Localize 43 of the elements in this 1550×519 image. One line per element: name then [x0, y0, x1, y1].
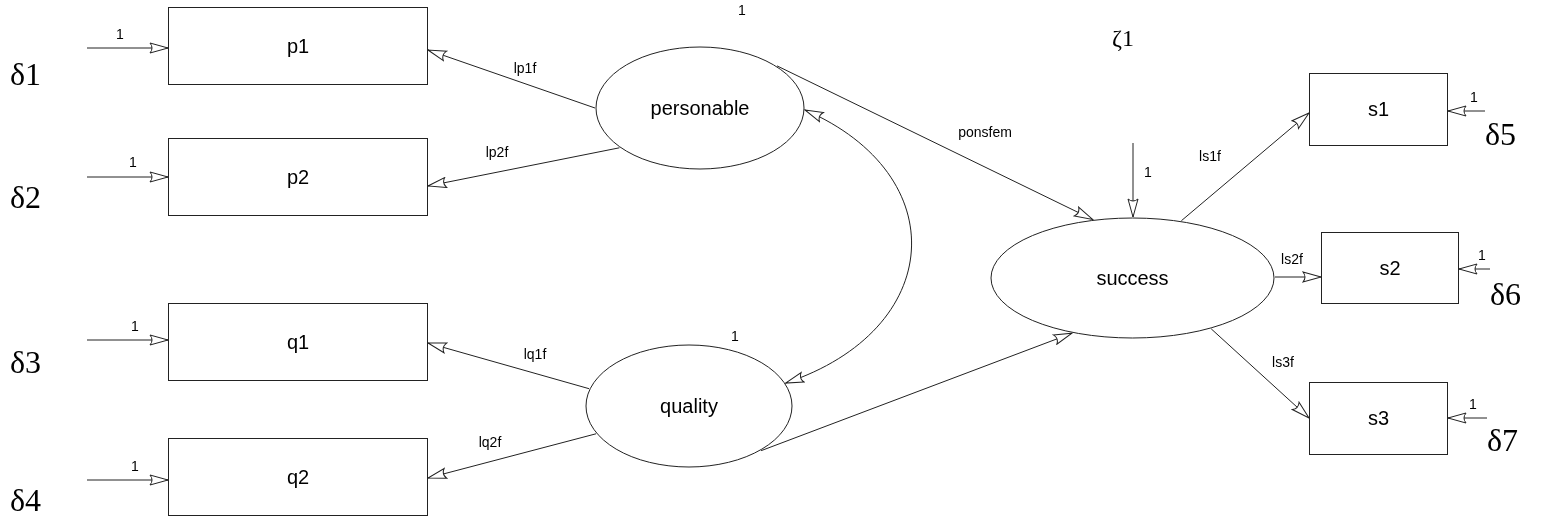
edge-label: ponsfem: [958, 124, 1012, 140]
edge-label: 1: [1470, 89, 1478, 105]
observed-variable-box: [1309, 382, 1448, 455]
variable-label: q2: [286, 465, 310, 489]
edge-label: 1: [131, 458, 139, 474]
edge-label: lq1f: [523, 346, 547, 362]
edge-label: 1: [129, 154, 137, 170]
variance-label: 1: [738, 2, 746, 18]
error-term-label: δ3: [10, 346, 42, 378]
observed-variable-box: [168, 303, 428, 381]
edge-label: 1: [1144, 164, 1152, 180]
error-term-label: δ6: [1490, 278, 1522, 310]
error-term-label: δ2: [10, 181, 42, 213]
edge-label: ls2f: [1281, 251, 1303, 267]
edge-label: ls1f: [1199, 148, 1221, 164]
error-term-label: δ1: [10, 58, 42, 90]
variable-label: q1: [286, 330, 310, 354]
variable-label: p2: [286, 165, 310, 189]
observed-variable-box: [1309, 73, 1448, 146]
observed-variable-box: [168, 438, 428, 516]
edge-label: 1: [131, 318, 139, 334]
variable-label: quality: [660, 394, 718, 418]
error-term-label: δ7: [1487, 424, 1519, 456]
observed-variable-box: [1321, 232, 1459, 304]
error-term-label: δ4: [10, 484, 42, 516]
variable-label: success: [1096, 266, 1169, 290]
edge-label: lp2f: [485, 144, 509, 160]
edge-label: 1: [116, 26, 124, 42]
observed-variable-box: [168, 138, 428, 216]
variable-label: s2: [1379, 256, 1401, 280]
edge-label: lq2f: [478, 434, 502, 450]
variance-label: 1: [731, 328, 739, 344]
disturbance-label: ζ1: [1112, 25, 1134, 51]
observed-variable-box: [168, 7, 428, 85]
variable-label: personable: [650, 96, 750, 120]
edge-label: 1: [1469, 396, 1477, 412]
edge-label: 1: [1478, 247, 1486, 263]
edge-label: lp1f: [513, 60, 537, 76]
error-term-label: δ5: [1485, 118, 1517, 150]
variable-label: s3: [1367, 407, 1390, 430]
edge-label: ls3f: [1272, 354, 1294, 370]
variable-label: s1: [1367, 98, 1390, 121]
variable-label: p1: [286, 34, 310, 58]
